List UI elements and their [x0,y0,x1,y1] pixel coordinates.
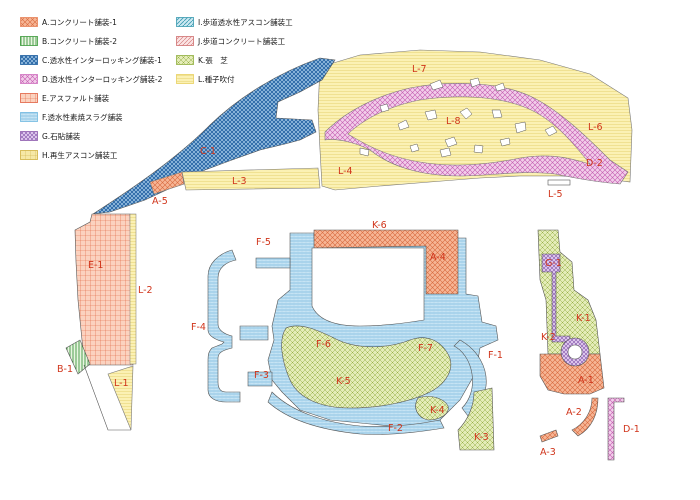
legend-swatch-i [176,17,194,27]
legend-item-j: J.歩道コンクリート舗装工 [176,34,285,48]
area-a-1 [539,353,605,395]
area-e-1 [74,213,134,366]
area-label-f-5: F-5 [256,237,271,248]
legend-label: A.コンクリート舗装-1 [42,17,117,27]
legend-label: B.コンクリート舗装-2 [42,36,118,46]
area-label-k-4: K-4 [430,405,445,416]
area-label-e-1: E-1 [88,260,103,271]
area-d-1 [607,397,625,461]
legend-swatch-g [20,131,38,141]
area-label-a-3: A-3 [540,447,556,458]
legend-label: K.張 芝 [198,55,228,65]
area-c-1-path [92,57,336,215]
area-l-5 [547,179,571,186]
area-k-5 [281,325,452,409]
area-label-g-1: G-1 [545,258,562,269]
legend-swatch-d [20,74,38,84]
legend-swatch-j [176,36,194,46]
area-l-8-island [347,96,591,166]
legend-item-f: F.透水性素焼スラグ舗装 [20,110,123,124]
area-label-k-5: K-5 [336,376,351,387]
legend-label: D.透水性インターロッキング舗装-2 [42,74,163,84]
area-label-l-4: L-4 [338,166,353,177]
area-k-4 [415,396,449,421]
legend-label: H.再生アスコン舗装工 [42,150,118,160]
area-label-c-1: C-1 [200,146,216,157]
area-label-f-4: F-4 [191,322,206,333]
area-label-l-2: L-2 [138,285,153,296]
legend-label: I.歩道透水性アスコン舗装工 [198,17,293,27]
area-label-a-4: A-4 [430,252,446,263]
legend-swatch-e [20,93,38,103]
legend-item-i: I.歩道透水性アスコン舗装工 [176,15,293,29]
area-k-3 [457,387,495,451]
legend-item-c: C.透水性インターロッキング舗装-1 [20,53,162,67]
area-label-f-6: F-6 [316,339,331,350]
legend-item-k: K.張 芝 [176,53,228,67]
area-label-f-1: F-1 [488,350,503,361]
legend-label: C.透水性インターロッキング舗装-1 [42,55,162,65]
legend-swatch-f [20,112,38,122]
area-f-4-bracket [207,249,241,403]
area-g-1 [541,253,571,343]
area-label-l-3: L-3 [232,176,247,187]
area-label-b-1: B-1 [57,364,73,375]
area-a-2 [571,397,599,437]
legend-label: F.透水性素焼スラグ舗装 [42,112,123,122]
area-label-a-5: A-5 [152,196,168,207]
legend-item-g: G.石貼舗装 [20,129,80,143]
area-l-1 [107,365,134,431]
area-f-2 [267,391,445,435]
area-f-5 [255,257,291,269]
area-label-k-3: K-3 [474,432,489,443]
area-label-a-2: A-2 [566,407,582,418]
legend-item-h: H.再生アスコン舗装工 [20,148,117,162]
legend-item-d: D.透水性インターロッキング舗装-2 [20,72,162,86]
legend-swatch-b [20,36,38,46]
area-a-3 [539,429,559,443]
area-label-f-3: F-3 [254,370,269,381]
legend-label: G.石貼舗装 [42,131,81,141]
west-boundary-line [83,364,131,431]
area-l-2 [129,213,137,365]
area-f-3 [247,371,273,387]
legend-item-a: A.コンクリート舗装-1 [20,15,117,29]
area-label-l-5: L-5 [548,189,563,200]
building-void [311,247,425,327]
legend-item-l: L.種子吹付 [176,72,235,86]
area-label-l-6: L-6 [588,122,603,133]
area-label-f-7: F-7 [418,343,433,354]
legend-swatch-h [20,150,38,160]
area-label-l-1: L-1 [114,378,129,389]
stone-pavers [359,77,558,158]
area-labels: L-7L-8L-6D-2L-4L-5C-1L-3A-5E-1L-2B-1L-1K… [57,64,640,458]
area-label-a-1: A-1 [578,375,594,386]
legend-swatch-l [176,74,194,84]
area-label-k-2: K-2 [541,332,556,343]
legend-label: E.アスファルト舗装 [42,93,110,103]
area-label-k-1: K-1 [576,313,591,324]
legend-swatch-k [176,55,194,65]
legend-swatch-c [20,55,38,65]
legend-item-b: B.コンクリート舗装-2 [20,34,117,48]
area-label-l-8: L-8 [446,116,461,127]
area-k-2-center [567,344,583,360]
area-label-l-7: L-7 [412,64,427,75]
legend-item-e: E.アスファルト舗装 [20,91,109,105]
legend-label: J.歩道コンクリート舗装工 [198,36,286,46]
area-label-f-2: F-2 [388,423,403,434]
area-label-d-1: D-1 [623,424,640,435]
area-f-4-connector [239,325,269,341]
area-l-3 [181,167,321,191]
area-a-5 [149,171,185,195]
area-label-d-2: D-2 [586,158,603,169]
legend-swatch-a [20,17,38,27]
area-label-k-6: K-6 [372,220,387,231]
legend-label: L.種子吹付 [198,74,235,84]
